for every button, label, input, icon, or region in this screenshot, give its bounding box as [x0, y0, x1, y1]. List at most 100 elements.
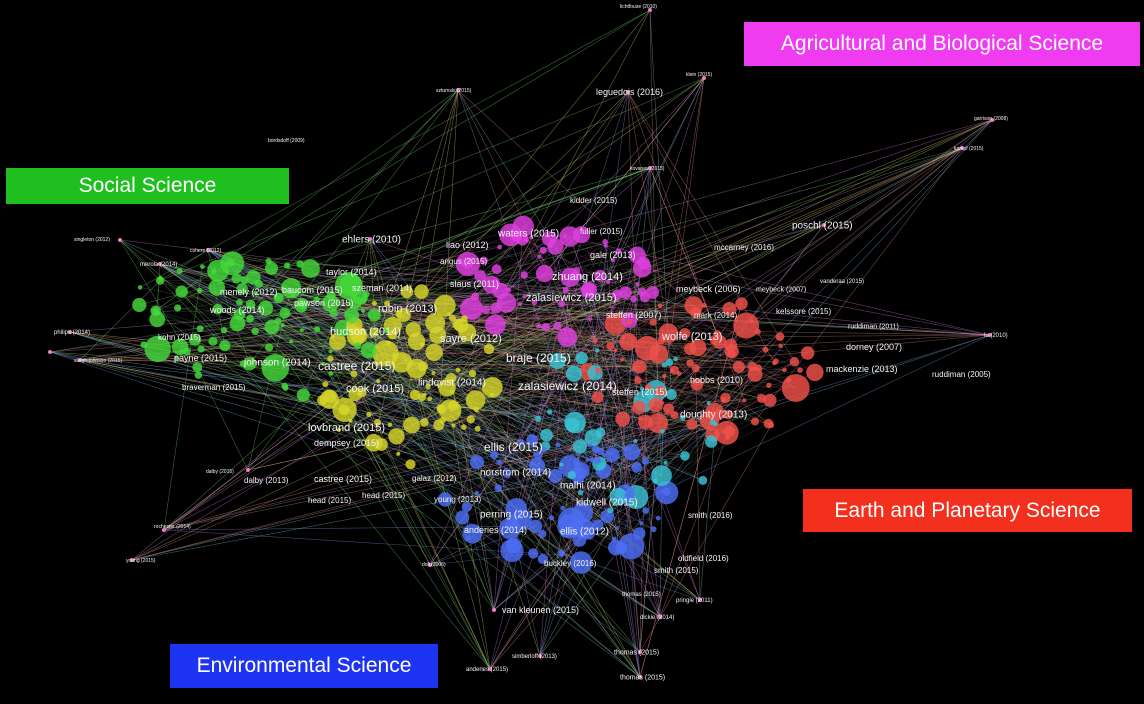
network-edge — [639, 303, 742, 678]
network-node — [560, 550, 565, 555]
network-edge — [353, 327, 493, 388]
network-node — [313, 296, 320, 303]
network-node — [575, 351, 588, 365]
node-label-thomas1: thomas (2015) — [622, 592, 661, 598]
network-node — [654, 385, 666, 398]
network-edge — [344, 409, 469, 539]
network-node — [253, 290, 258, 295]
network-edge — [223, 167, 651, 331]
network-node — [662, 373, 667, 378]
network-node — [645, 384, 652, 391]
network-node — [567, 470, 576, 480]
network-edge — [350, 89, 459, 421]
network-node — [437, 492, 453, 507]
network-edge — [159, 280, 478, 430]
network-node — [360, 342, 377, 359]
network-edge — [545, 326, 772, 426]
node-label-leguedois: leguedois (2016) — [596, 87, 663, 97]
network-edge — [368, 374, 756, 415]
network-node — [639, 521, 644, 526]
network-edge — [545, 320, 630, 447]
network-node — [405, 322, 421, 338]
agricultural-biological-science-label: Agricultural and Biological Science — [744, 22, 1140, 66]
network-edge — [523, 274, 667, 492]
network-edge — [641, 77, 705, 269]
network-node — [144, 335, 171, 363]
network-node — [537, 553, 548, 565]
network-edge — [271, 268, 654, 323]
node-label-hudson: hudson (2014) — [330, 326, 401, 338]
node-label-ellis: ellis (2015) — [484, 440, 543, 454]
network-edge — [276, 297, 645, 402]
network-edge — [239, 302, 500, 463]
network-edge — [247, 442, 374, 471]
network-node — [329, 309, 338, 318]
network-edge — [499, 275, 601, 463]
network-node — [420, 418, 429, 427]
node-label-doughty: doughty (2013) — [680, 410, 747, 421]
network-edge — [239, 314, 507, 470]
network-node — [439, 416, 446, 424]
network-edge — [224, 329, 443, 421]
network-edge — [355, 336, 616, 351]
network-edge — [119, 239, 188, 352]
network-node — [650, 526, 657, 533]
network-node — [655, 515, 661, 521]
network-node — [592, 337, 598, 343]
network-node — [594, 269, 606, 282]
network-node — [220, 326, 228, 334]
network-edge — [292, 294, 991, 336]
social-science-label: Social Science — [6, 168, 289, 204]
network-edge — [729, 119, 993, 310]
network-node — [596, 447, 605, 455]
network-node — [631, 366, 637, 372]
network-node — [489, 392, 495, 398]
network-edge — [199, 290, 583, 514]
network-edge — [489, 539, 580, 670]
network-node — [428, 563, 432, 567]
network-node — [505, 287, 512, 293]
network-node — [619, 332, 637, 351]
network-node — [715, 408, 723, 416]
network-node — [626, 318, 633, 325]
network-edge — [381, 444, 640, 534]
network-edge — [500, 119, 993, 292]
network-node — [610, 258, 616, 263]
network-edge — [476, 418, 641, 494]
network-edge — [282, 324, 582, 359]
network-edge — [612, 167, 651, 261]
network-edge — [537, 283, 638, 420]
network-node — [194, 371, 202, 379]
network-node — [208, 336, 218, 346]
network-node — [611, 289, 622, 300]
network-edge — [207, 249, 632, 453]
node-label-baucom: baucom (2015) — [282, 285, 343, 295]
network-node — [455, 367, 461, 373]
node-label-philips: philips (2014) — [54, 330, 90, 336]
network-edge — [421, 309, 487, 398]
network-edge — [492, 387, 570, 527]
network-edge — [699, 423, 716, 601]
network-node — [436, 405, 443, 412]
network-node — [604, 313, 627, 335]
network-node — [960, 146, 964, 150]
network-node — [488, 667, 492, 671]
network-node — [633, 439, 638, 443]
network-node — [590, 293, 595, 298]
network-edge — [389, 262, 468, 425]
network-edge — [589, 319, 598, 351]
network-node — [452, 318, 464, 330]
network-node — [537, 254, 542, 259]
network-node — [137, 285, 143, 290]
network-edge — [159, 263, 425, 395]
network-edge — [429, 372, 816, 566]
network-edge — [539, 431, 663, 657]
node-label-woods: woods (2014) — [209, 305, 265, 315]
network-node — [518, 439, 525, 446]
earth-planetary-science-label: Earth and Planetary Science — [803, 489, 1132, 532]
network-edge — [217, 278, 237, 310]
network-edge — [661, 77, 705, 403]
network-node — [670, 411, 679, 420]
node-label-payne: payne (2015) — [174, 353, 227, 363]
network-edge — [350, 285, 495, 611]
